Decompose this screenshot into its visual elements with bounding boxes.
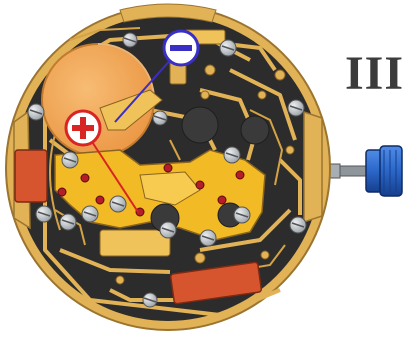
screw bbox=[224, 147, 240, 163]
screw bbox=[123, 33, 137, 47]
screw bbox=[110, 196, 126, 212]
screw bbox=[28, 104, 44, 120]
screw bbox=[60, 214, 76, 230]
screw bbox=[153, 111, 167, 125]
left-coil bbox=[15, 150, 47, 202]
bottom-brass-plate bbox=[100, 230, 170, 256]
screw bbox=[62, 152, 78, 168]
screw bbox=[288, 100, 304, 116]
screw bbox=[290, 217, 306, 233]
screw bbox=[82, 206, 98, 222]
crown-position-label: III bbox=[345, 50, 407, 98]
screw bbox=[143, 293, 157, 307]
crown[interactable] bbox=[366, 146, 402, 196]
screw bbox=[36, 206, 52, 222]
screw bbox=[160, 222, 176, 238]
screw bbox=[220, 40, 236, 56]
screw bbox=[234, 207, 250, 223]
screw bbox=[200, 230, 216, 246]
